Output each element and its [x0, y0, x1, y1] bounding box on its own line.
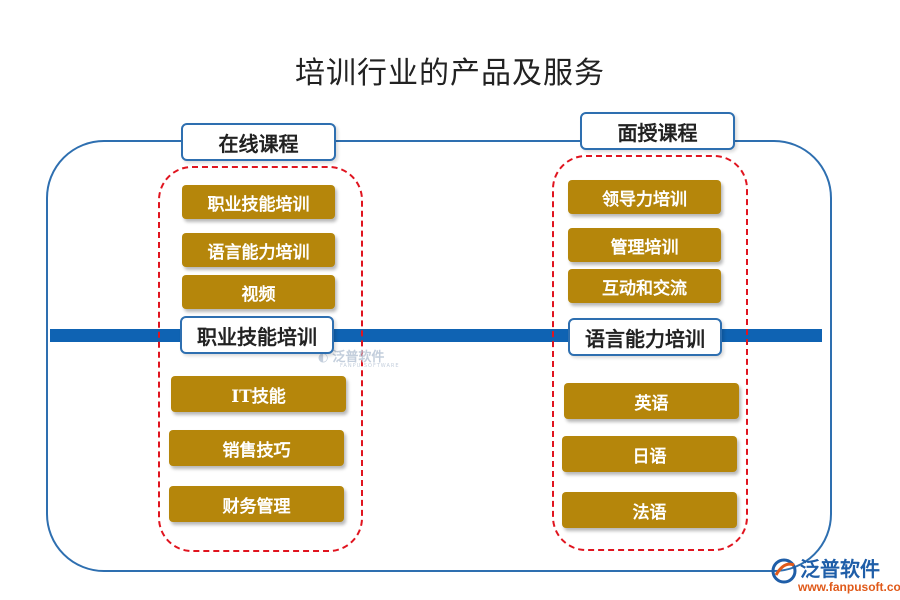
left-top-item: 语言能力培训: [182, 233, 335, 267]
left-bottom-item: 财务管理: [169, 486, 344, 522]
outer-frame: [46, 140, 832, 572]
right-bottom-header: 语言能力培训: [568, 318, 722, 356]
left-top-header: 在线课程: [181, 123, 336, 161]
right-bottom-item: 日语: [562, 436, 737, 472]
watermark-brand: 泛普软件: [332, 350, 385, 365]
left-top-item: 视频: [182, 275, 335, 309]
left-bottom-item: 销售技巧: [169, 430, 344, 466]
left-top-item: 职业技能培训: [182, 185, 335, 219]
left-bottom-item: IT技能: [171, 376, 346, 412]
right-dashed-group: [552, 155, 748, 551]
watermark: ◐ 泛普软件 FANPU SOFTWARE: [318, 346, 400, 369]
right-bottom-item: 英语: [564, 383, 739, 419]
brand-logo: 泛普软件 www.fanpusoft.com: [770, 553, 900, 597]
right-bottom-item: 法语: [562, 492, 737, 528]
diagram-title: 培训行业的产品及服务: [295, 56, 605, 91]
watermark-logo-icon: ◐: [318, 350, 329, 364]
logo-brand: 泛普软件: [800, 557, 880, 581]
right-top-item: 管理培训: [568, 228, 721, 262]
logo-url: www.fanpusoft.com: [798, 580, 900, 594]
brand-logo-icon: [771, 558, 797, 584]
right-top-item: 领导力培训: [568, 180, 721, 214]
right-top-item: 互动和交流: [568, 269, 721, 303]
left-dashed-group: [158, 166, 363, 552]
watermark-tag: FANPU SOFTWARE: [340, 363, 400, 369]
right-top-header: 面授课程: [580, 112, 735, 150]
left-bottom-header: 职业技能培训: [180, 316, 334, 354]
